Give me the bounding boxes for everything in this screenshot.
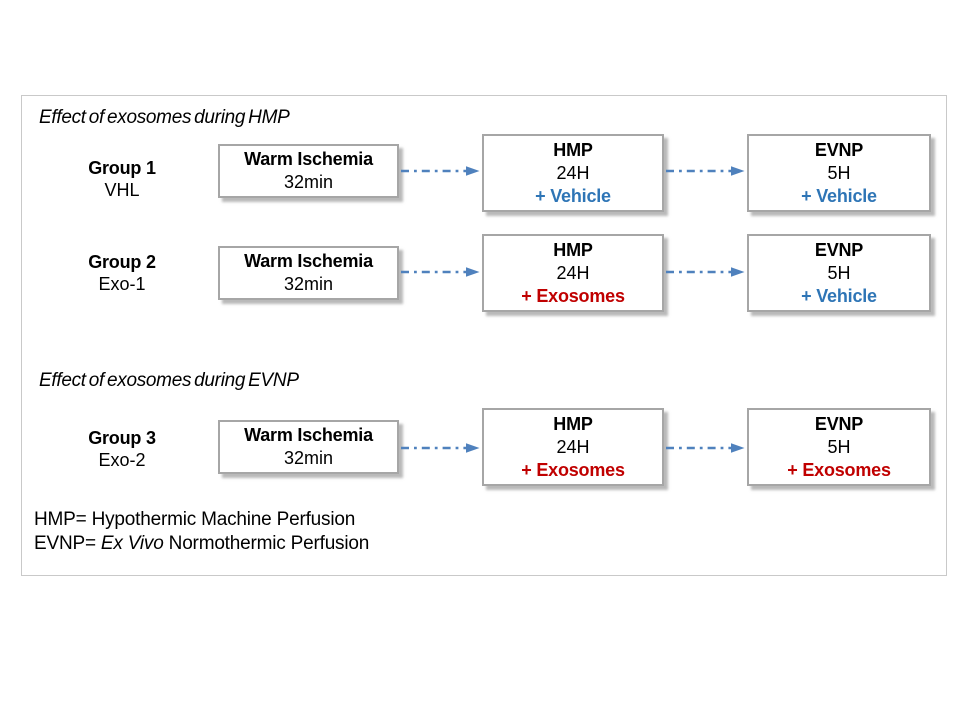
box-duration: 24H <box>556 436 590 457</box>
box-duration: 24H <box>556 162 590 183</box>
box-duration: 5H <box>827 436 851 457</box>
group-name: Group 3 <box>88 428 156 448</box>
group3-evnp-box: EVNP 5H + Exosomes <box>747 408 931 486</box>
box-title: EVNP <box>814 413 864 434</box>
legend-line-evnp: EVNP= Ex Vivo Normothermic Perfusion <box>34 532 369 556</box>
box-treatment: + Exosomes <box>521 285 625 306</box>
group-3-label: Group 3 Exo-2 <box>57 427 187 471</box>
group1-warm-ischemia-box: Warm Ischemia 32min <box>218 144 399 198</box>
box-title: Warm Ischemia <box>244 425 373 445</box>
abbreviation-legend: HMP= Hypothermic Machine Perfusion EVNP=… <box>34 508 369 556</box>
box-duration: 24H <box>556 262 590 283</box>
group3-hmp-box: HMP 24H + Exosomes <box>482 408 664 486</box>
section-title-hmp: Effect of exosomes during HMP <box>39 107 290 128</box>
group2-hmp-box: HMP 24H + Exosomes <box>482 234 664 312</box>
flow-arrow-icon <box>666 267 745 277</box>
box-treatment: + Exosomes <box>787 459 891 480</box>
section-title-evnp: Effect of exosomes during EVNP <box>39 370 299 391</box>
legend-line-hmp: HMP= Hypothermic Machine Perfusion <box>34 509 356 530</box>
box-title: EVNP <box>814 139 864 160</box>
group-2-label: Group 2 Exo-1 <box>57 251 187 295</box>
flow-arrow-icon <box>401 267 480 277</box>
study-design-panel: Effect of exosomes during HMP Group 1 VH… <box>21 95 947 576</box>
group3-warm-ischemia-box: Warm Ischemia 32min <box>218 420 399 474</box>
box-treatment: + Exosomes <box>521 459 625 480</box>
group-code: VHL <box>104 180 140 200</box>
box-duration: 32min <box>283 274 334 294</box>
group-name: Group 2 <box>88 252 156 272</box>
flow-arrow-icon <box>401 166 480 176</box>
flow-arrow-icon <box>401 443 480 453</box>
group1-hmp-box: HMP 24H + Vehicle <box>482 134 664 212</box>
box-duration: 5H <box>827 162 851 183</box>
box-treatment: + Vehicle <box>801 285 877 306</box>
box-title: HMP <box>553 139 593 160</box>
group-code: Exo-1 <box>98 274 146 294</box>
box-title: EVNP <box>814 239 864 260</box>
flow-arrow-icon <box>666 166 745 176</box>
group-1-label: Group 1 VHL <box>57 157 187 201</box>
box-treatment: + Vehicle <box>535 185 611 206</box>
box-title: HMP <box>553 239 593 260</box>
group-name: Group 1 <box>88 158 156 178</box>
box-duration: 5H <box>827 262 851 283</box>
box-title: HMP <box>553 413 593 434</box>
group2-evnp-box: EVNP 5H + Vehicle <box>747 234 931 312</box>
box-treatment: + Vehicle <box>801 185 877 206</box>
legend-evnp-prefix: EVNP= <box>34 533 101 554</box>
legend-evnp-italic: Ex Vivo <box>100 533 164 554</box>
group1-evnp-box: EVNP 5H + Vehicle <box>747 134 931 212</box>
box-title: Warm Ischemia <box>244 149 373 169</box>
group2-warm-ischemia-box: Warm Ischemia 32min <box>218 246 399 300</box>
flow-arrow-icon <box>666 443 745 453</box>
legend-evnp-rest: Normothermic Perfusion <box>163 533 370 554</box>
group-code: Exo-2 <box>98 450 146 470</box>
box-duration: 32min <box>283 172 334 192</box>
box-duration: 32min <box>283 448 334 468</box>
box-title: Warm Ischemia <box>244 251 373 271</box>
